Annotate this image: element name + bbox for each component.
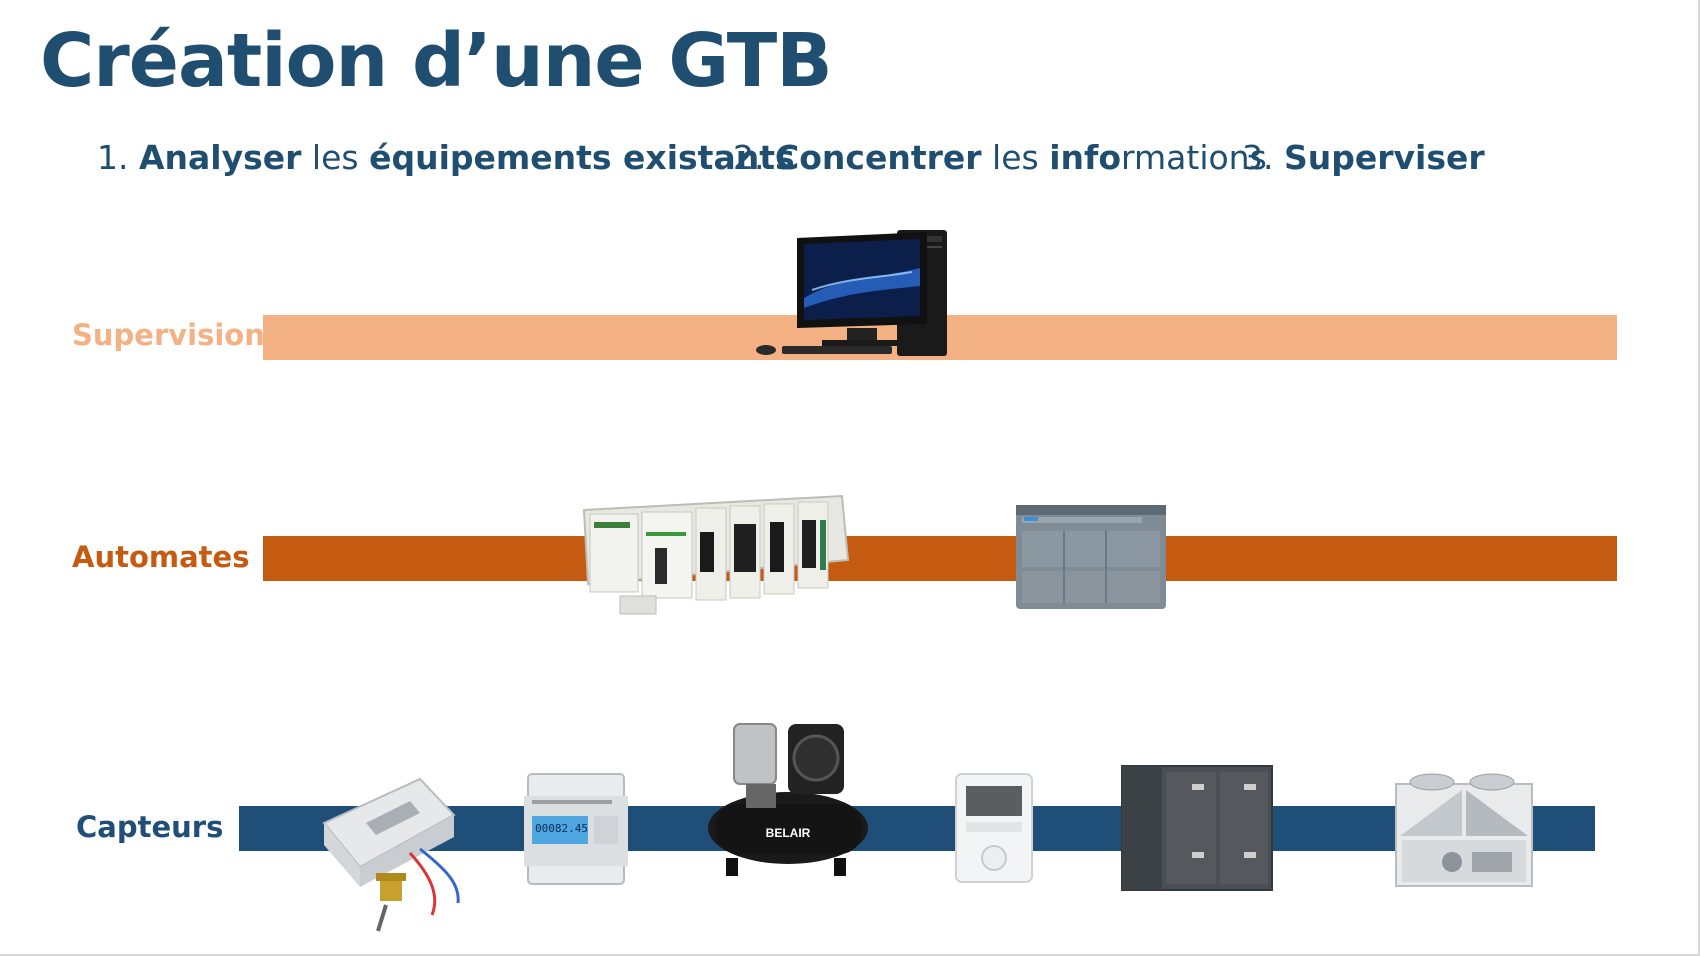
step-number: 3 [1242, 138, 1263, 177]
step-number: 1 [97, 138, 118, 177]
step-text: info [1049, 138, 1122, 177]
slide-title: Création d’une GTB [40, 18, 833, 104]
step-number: 2 [733, 138, 754, 177]
energy-meter-display: 00082.45 [535, 822, 588, 835]
step-2: 2. Concentrer les informations [733, 138, 1267, 177]
automates-label: Automates [72, 540, 250, 574]
modular-plc-icon [580, 492, 850, 624]
compact-plc-icon [1014, 503, 1170, 613]
room-thermostat-icon [954, 772, 1034, 884]
automates-band [263, 536, 1617, 581]
air-handling-unit-icon [1118, 762, 1276, 894]
step-text: équipements existants [369, 138, 795, 177]
supervision-label: Supervision [72, 318, 265, 352]
step-separator: . [118, 138, 129, 177]
step-text: rmations [1121, 138, 1267, 177]
air-compressor-icon: BELAIR [706, 718, 870, 880]
step-text: Superviser [1284, 138, 1485, 177]
step-text: les [301, 138, 370, 177]
heat-meter-icon [320, 775, 478, 935]
step-separator: . [754, 138, 765, 177]
capteurs-label: Capteurs [76, 810, 224, 844]
step-text: les [981, 138, 1050, 177]
desktop-computer-icon [752, 228, 998, 360]
capteurs-band [239, 806, 1595, 851]
compressor-brand: BELAIR [765, 826, 811, 840]
step-text: Concentrer [775, 138, 982, 177]
energy-meter-icon: 00082.45 [522, 770, 630, 888]
chiller-unit-icon [1392, 766, 1536, 890]
step-text: Analyser [139, 138, 302, 177]
step-1: 1. Analyser les équipements existants [97, 138, 795, 177]
step-separator: . [1263, 138, 1274, 177]
step-3: 3. Superviser [1242, 138, 1485, 177]
steps-row: 1. Analyser les équipements existants 2.… [0, 138, 1700, 182]
